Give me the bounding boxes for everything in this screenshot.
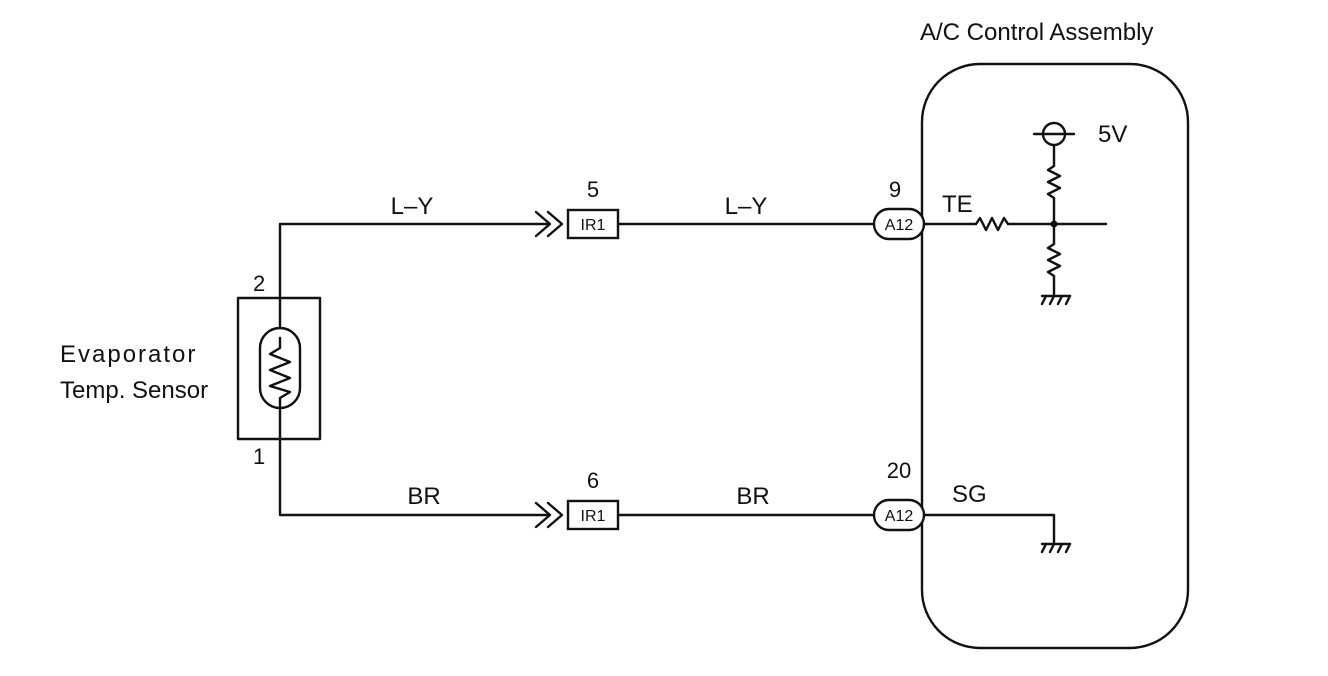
connector-chevron-upper-2 [546, 210, 564, 238]
wire-upper-color-left: L–Y [391, 193, 434, 220]
connector-ir1-upper [566, 208, 620, 240]
ac-control-assembly-box [920, 62, 1190, 650]
wire-lower-color-right: BR [736, 483, 769, 510]
sensor-label-line1: Evaporator [60, 341, 197, 368]
sg-label: SG [952, 481, 987, 508]
connector-a12-lower-id: A12 [885, 508, 914, 525]
sg-line [922, 513, 1056, 546]
connector-ir1-upper-id: IR1 [581, 217, 606, 234]
pulldown-resistor-icon [1046, 242, 1062, 278]
wire-lower-color-left: BR [407, 483, 440, 510]
connector-chevron-upper-1 [534, 210, 552, 238]
thermistor-resistor-icon [268, 336, 292, 410]
connector-a12-upper-id: A12 [885, 217, 914, 234]
connector-a12-upper-pin: 9 [889, 177, 901, 202]
pullup-resistor-icon [1046, 164, 1062, 200]
connector-ir1-upper-pin: 5 [587, 177, 599, 202]
te-resistor-icon [974, 216, 1010, 232]
ac-control-assembly-title: A/C Control Assembly [920, 19, 1153, 46]
connector-ir1-lower-id: IR1 [581, 508, 606, 525]
te-label: TE [942, 191, 973, 218]
wire-lower-left [278, 406, 550, 517]
connector-a12-lower-pin: 20 [887, 458, 911, 483]
wire-upper-left [278, 222, 550, 330]
sensor-label-line2: Temp. Sensor [60, 377, 208, 404]
connector-chevron-lower-2 [546, 501, 564, 529]
connector-chevron-lower-1 [534, 501, 552, 529]
ground-icon-lower [1040, 542, 1072, 554]
connector-ir1-lower-pin: 6 [587, 468, 599, 493]
wire-upper-color-right: L–Y [725, 193, 768, 220]
ground-icon-upper [1040, 294, 1072, 306]
supply-5v-label: 5V [1098, 121, 1127, 148]
sensor-pin-1: 1 [253, 444, 265, 469]
sensor-pin-2: 2 [253, 271, 265, 296]
